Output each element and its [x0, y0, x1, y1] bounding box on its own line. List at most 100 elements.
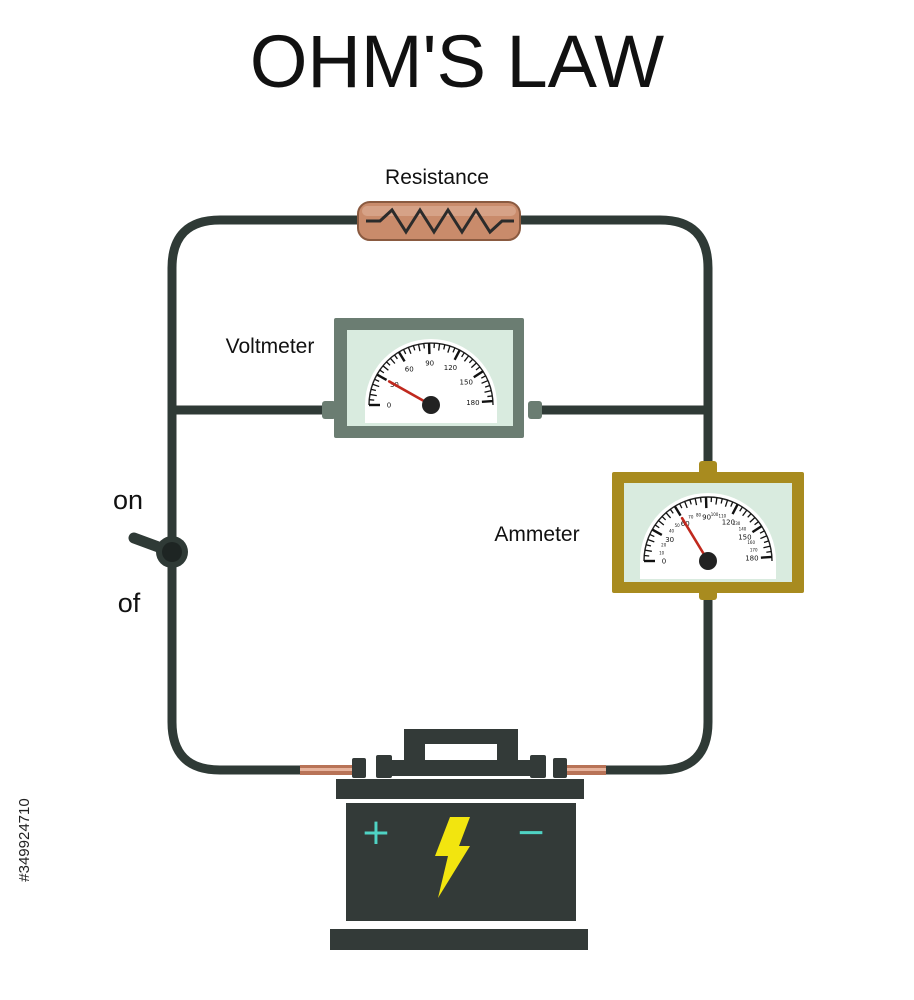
gauge-tick	[480, 375, 486, 379]
gauge-tick	[473, 370, 484, 379]
gauge-tick	[689, 499, 692, 505]
gauge-tick	[694, 498, 698, 506]
gauge-tick	[763, 540, 769, 544]
circuit-wires	[167, 215, 713, 775]
gauge-tick	[481, 379, 489, 384]
gauge-minor-scale-label: 140	[739, 526, 747, 531]
gauge-tick	[487, 395, 493, 398]
gauge-dial-face	[640, 493, 776, 579]
gauge-tick	[402, 349, 407, 355]
gauge-tick	[407, 347, 412, 355]
gauge-tick	[665, 512, 672, 519]
gauge-tick	[447, 345, 451, 353]
gauge-minor-scale-label: 130	[733, 521, 741, 526]
gauge-tick	[651, 528, 663, 537]
switch-on-label: on	[113, 485, 143, 515]
gauge-tick	[654, 524, 660, 529]
gauge-tick	[645, 544, 652, 547]
gauge-scale-label: 150	[738, 533, 751, 541]
gauge-tick	[370, 388, 377, 392]
gauge-tick	[484, 384, 491, 388]
gauge-tick	[452, 347, 456, 353]
gauge-tick	[393, 354, 398, 360]
gauge-hub	[422, 396, 440, 414]
gauge-minor-scale-label: 80	[696, 512, 702, 517]
gauge-minor-scale-label: 110	[719, 514, 727, 519]
gauge-tick	[463, 355, 470, 362]
switch[interactable]	[128, 532, 188, 568]
gauge-tick	[376, 373, 388, 382]
voltmeter: 0306090120150180	[322, 318, 542, 438]
gauge-tick	[751, 525, 763, 534]
gauge-tick	[731, 503, 739, 515]
gauge-tick	[453, 349, 461, 361]
gauge-tick	[657, 520, 665, 526]
gauge-minor-scale-label: 100	[711, 512, 719, 517]
lightning-bolt-icon	[435, 817, 470, 898]
gauge-hub	[699, 552, 717, 570]
gauge-scale-label: 90	[702, 513, 711, 521]
gauge-tick	[673, 505, 682, 517]
switch-off-label: of	[118, 588, 141, 618]
gauge-tick	[661, 515, 667, 521]
gauge-tick	[669, 508, 674, 514]
gauge-tick	[389, 357, 396, 364]
gauge-tick	[684, 501, 688, 509]
gauge-tick	[647, 538, 655, 543]
gauge-scale-label: 60	[405, 366, 414, 374]
gauge-minor-scale-label: 10	[659, 550, 665, 555]
gauge-tick	[720, 498, 723, 504]
gauge-tick	[754, 521, 759, 526]
gauge-scale-label: 180	[466, 399, 479, 407]
gauge-tick	[379, 369, 385, 374]
gauge-minor-scale-label: 20	[661, 543, 667, 548]
gauge-tick	[470, 362, 477, 369]
gauge-tick	[742, 509, 748, 517]
gauge-tick	[412, 345, 416, 351]
gauge-tick	[443, 344, 446, 350]
gauge-tick	[382, 365, 389, 371]
gauge-tick	[417, 344, 421, 352]
battery-positive-sign: +	[361, 812, 391, 853]
gauge-minor-scale-label: 40	[669, 529, 675, 534]
gauge-tick	[438, 343, 441, 351]
gauge-tick	[715, 497, 718, 505]
gauge-minor-scale-label: 160	[747, 540, 755, 545]
gauge-scale-label: 150	[460, 379, 473, 387]
gauge-minor-scale-label: 50	[675, 523, 681, 528]
voltmeter-label: Voltmeter	[226, 335, 315, 358]
gauge-tick	[386, 361, 391, 366]
gauge-tick	[374, 378, 380, 382]
ammeter: 0306090120150180102040507080100110130140…	[612, 461, 804, 600]
gauge-tick	[481, 399, 493, 403]
gauge-tick	[461, 352, 465, 358]
side-id-text: #349924710	[16, 798, 33, 881]
gauge-tick	[475, 366, 481, 371]
resistance-label: Resistance	[385, 166, 489, 189]
gauge-tick	[759, 530, 765, 534]
gauge-minor-scale-label: 70	[688, 515, 694, 520]
gauge-tick	[397, 351, 406, 362]
resistor	[357, 201, 521, 241]
battery-negative-sign: −	[516, 812, 546, 853]
gauge-tick	[372, 383, 380, 388]
gauge-tick	[724, 499, 729, 507]
gauge-tick	[730, 501, 734, 507]
gauge-tick	[763, 545, 771, 549]
gauge-scale-label: 120	[722, 518, 735, 526]
gauge-tick	[766, 550, 772, 553]
gauge-tick	[760, 535, 768, 540]
gauge-minor-scale-label: 170	[750, 548, 758, 553]
gauge-scale-label: 120	[444, 364, 457, 372]
voltmeter-gauge: 0306090120150180	[365, 339, 497, 423]
gauge-tick	[739, 506, 743, 512]
gauge-tick	[747, 513, 752, 518]
gauge-scale-label: 0	[662, 557, 666, 565]
gauge-tick	[649, 533, 655, 538]
page-title: OHM'S LAW	[250, 20, 664, 103]
battery: + −	[300, 729, 606, 950]
gauge-dial-face	[365, 339, 497, 423]
gauge-tick	[760, 555, 772, 559]
gauge-tick	[369, 393, 377, 397]
